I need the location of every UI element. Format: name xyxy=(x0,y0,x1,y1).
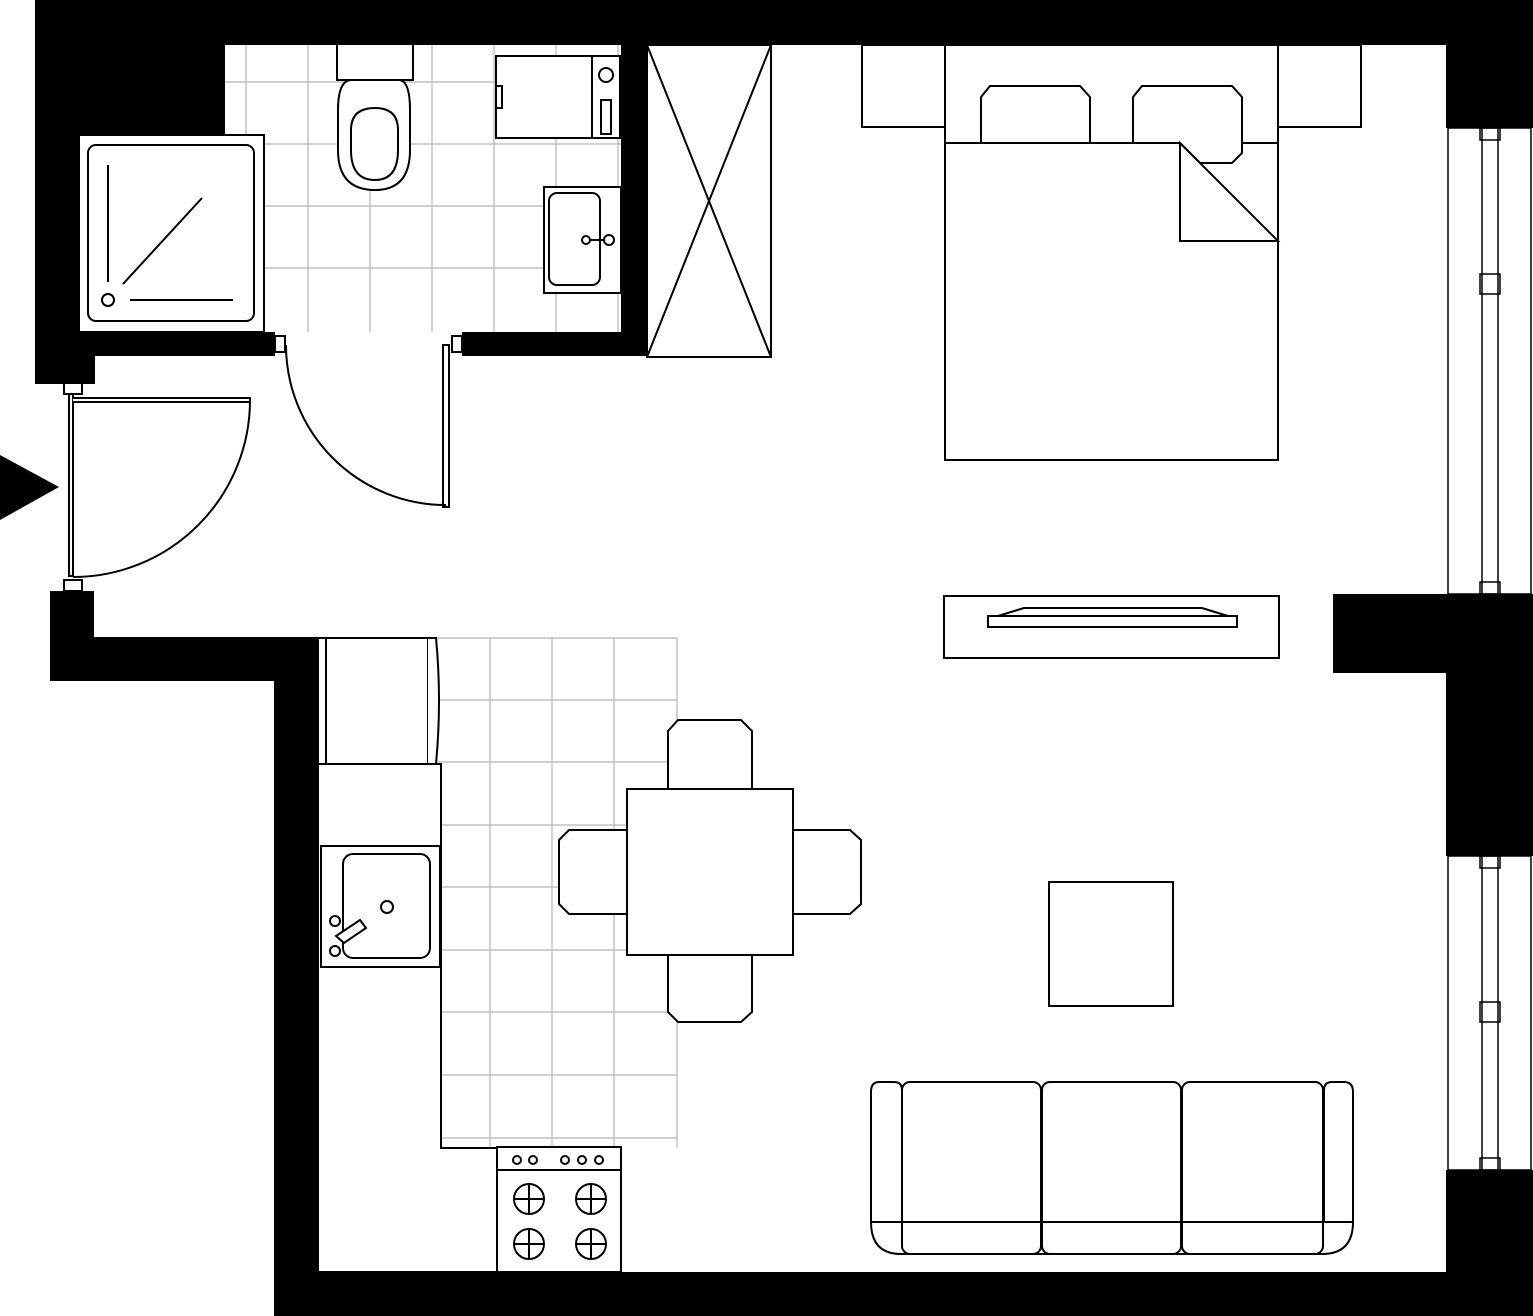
kitchen-sink xyxy=(320,845,441,968)
chair-right xyxy=(791,829,862,915)
chair-left xyxy=(558,829,629,915)
nightstand-left xyxy=(861,44,946,128)
entrance-door xyxy=(63,382,251,592)
window-upper xyxy=(1447,127,1532,595)
bathroom-door xyxy=(274,335,463,508)
bathroom-sink xyxy=(543,186,622,294)
walls xyxy=(35,0,1533,1316)
window-lower xyxy=(1447,855,1532,1171)
fridge xyxy=(317,637,440,765)
nightstand-right xyxy=(1277,44,1362,128)
washing-machine xyxy=(495,55,621,139)
toilet xyxy=(336,43,414,192)
chair-top xyxy=(667,719,753,791)
shower xyxy=(78,134,265,333)
tv-stand xyxy=(943,595,1280,659)
dining-table xyxy=(626,788,794,956)
coffee-table xyxy=(1048,881,1174,1007)
stove-knob xyxy=(560,1155,570,1165)
stove-knob xyxy=(512,1155,522,1165)
burner xyxy=(575,1183,607,1215)
burner xyxy=(575,1228,607,1260)
stove-knob xyxy=(528,1155,538,1165)
double-bed xyxy=(944,44,1281,461)
burner xyxy=(513,1183,545,1215)
chair-bottom xyxy=(667,953,753,1023)
stove-knob xyxy=(594,1155,604,1165)
burner xyxy=(513,1228,545,1260)
entrance-arrow-icon xyxy=(0,455,59,520)
stove-knob xyxy=(577,1155,587,1165)
dining-set xyxy=(558,719,862,1023)
stove xyxy=(496,1146,622,1273)
wardrobe xyxy=(646,44,772,358)
sofa xyxy=(870,1081,1354,1255)
